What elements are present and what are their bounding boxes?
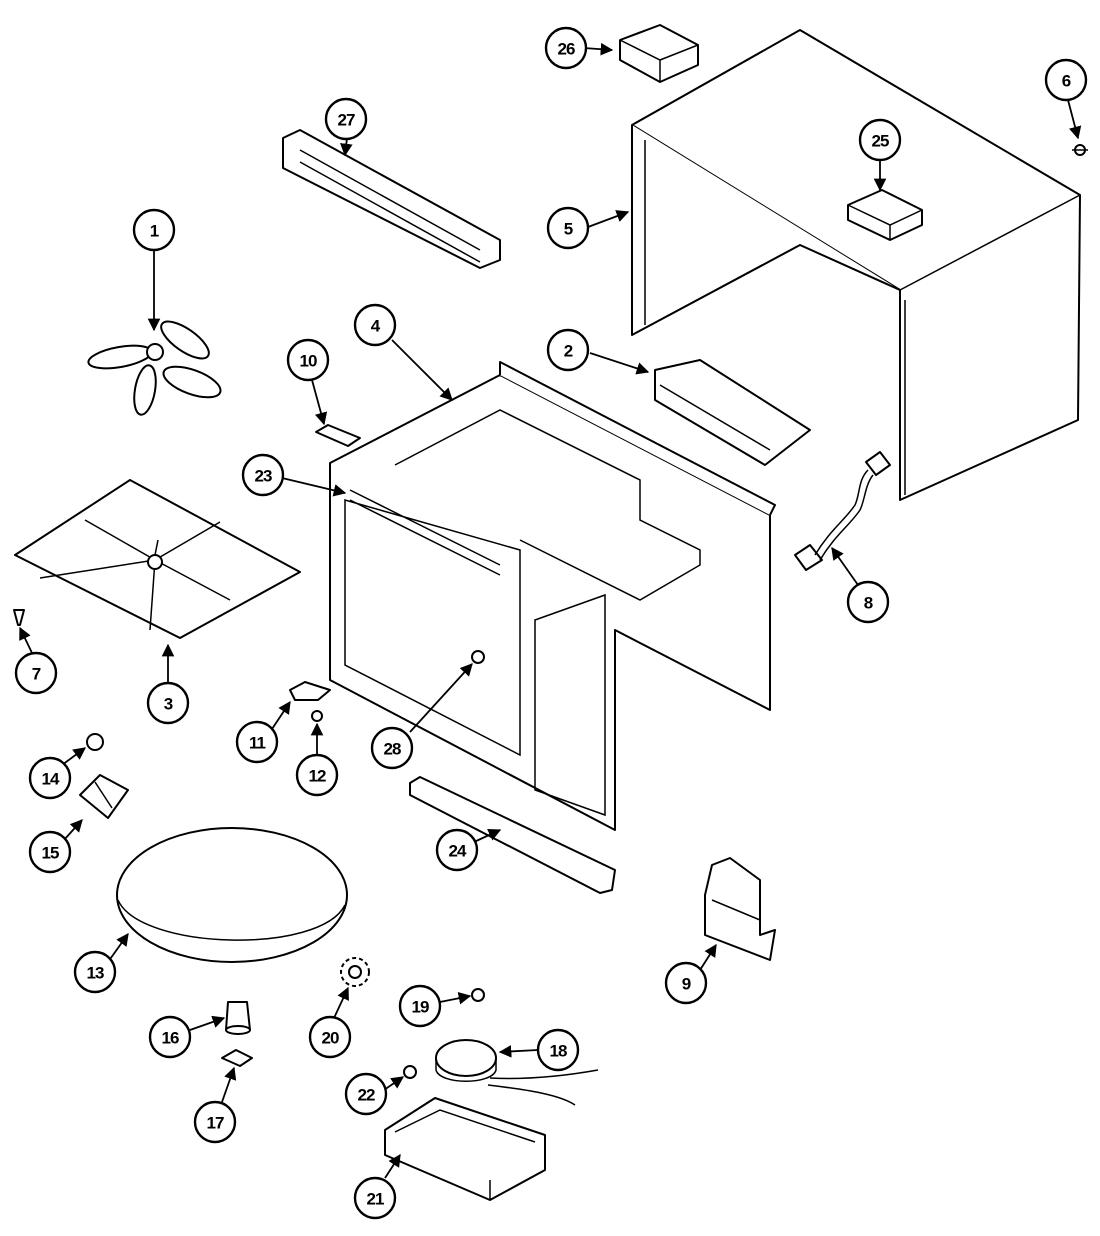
callout-1: 1 [132,208,176,252]
svg-text:13: 13 [87,964,104,983]
svg-text:26: 26 [558,40,575,59]
callout-26: 26 [544,26,588,70]
svg-text:8: 8 [864,594,873,613]
svg-text:5: 5 [564,220,573,239]
svg-text:27: 27 [338,111,355,130]
callout-12: 12 [295,753,339,797]
svg-text:3: 3 [164,695,173,714]
callout-15: 15 [28,830,72,874]
callout-28: 28 [370,726,414,770]
fan-blade [87,320,222,416]
switch [79,774,129,819]
motor-screw-bottom [403,1065,417,1079]
svg-text:4: 4 [371,317,381,336]
svg-text:19: 19 [412,998,429,1017]
callout-22: 22 [344,1072,388,1116]
svg-text:7: 7 [32,665,41,684]
small-clip [315,424,361,447]
mounting-bracket [704,857,776,961]
svg-text:24: 24 [449,842,467,861]
top-bracket [619,24,699,83]
callout-24: 24 [435,828,479,872]
roller-support [14,479,301,639]
callout-14: 14 [28,756,72,800]
svg-text:11: 11 [249,734,266,753]
svg-text:18: 18 [550,1042,567,1061]
support-screw [13,609,25,626]
knob [86,733,104,751]
callout-6: 6 [1044,58,1088,102]
svg-text:22: 22 [358,1086,375,1105]
callout-5: 5 [546,206,590,250]
callout-2: 2 [546,328,590,372]
callout-25: 25 [858,118,902,162]
svg-text:16: 16 [162,1029,179,1048]
callout-16: 16 [148,1015,192,1059]
svg-text:28: 28 [384,740,401,759]
vent-grille [282,129,501,269]
svg-text:10: 10 [300,352,317,371]
hinge-latch [289,681,331,701]
callout-7: 7 [14,651,58,695]
callout-23: 23 [241,453,285,497]
waveguide-duct [654,359,811,466]
leader-lines [19,42,1082,1179]
cavity-screw [471,650,485,664]
power-cord [794,451,891,571]
svg-text:21: 21 [367,1190,384,1209]
motor-cover-tray [384,1097,546,1201]
callout-9: 9 [664,961,708,1005]
svg-text:17: 17 [207,1114,224,1133]
turntable-tray [116,827,348,963]
front-vent-strip [349,489,501,576]
svg-text:9: 9 [682,975,691,994]
svg-text:2: 2 [564,342,573,361]
callout-19: 19 [398,984,442,1028]
callout-11: 11 [235,720,279,764]
callout-10: 10 [286,338,330,382]
callout-8: 8 [846,580,890,624]
callout-18: 18 [536,1028,580,1072]
svg-text:15: 15 [42,844,59,863]
svg-text:25: 25 [872,132,889,151]
door-bracket-bar [409,776,616,894]
callout-20: 20 [308,1015,352,1059]
svg-text:23: 23 [255,467,272,486]
outer-cabinet [631,29,1081,501]
latch-screw [311,710,323,722]
svg-text:20: 20 [322,1029,339,1048]
callout-4: 4 [353,303,397,347]
cabinet-screw [1072,144,1088,156]
svg-text:6: 6 [1062,72,1071,91]
svg-text:14: 14 [42,770,60,789]
callout-27: 27 [324,97,368,141]
callout-17: 17 [193,1100,237,1144]
svg-text:12: 12 [309,767,326,786]
motor-screw-top [471,988,485,1002]
callout-3: 3 [146,681,190,725]
turntable-motor [435,1039,599,1106]
small-plate [221,1049,253,1067]
oven-cavity [329,361,776,831]
drive-gear [340,957,370,987]
svg-text:1: 1 [150,222,159,241]
callout-13: 13 [73,950,117,994]
callout-21: 21 [353,1176,397,1220]
coupler [225,1001,251,1035]
